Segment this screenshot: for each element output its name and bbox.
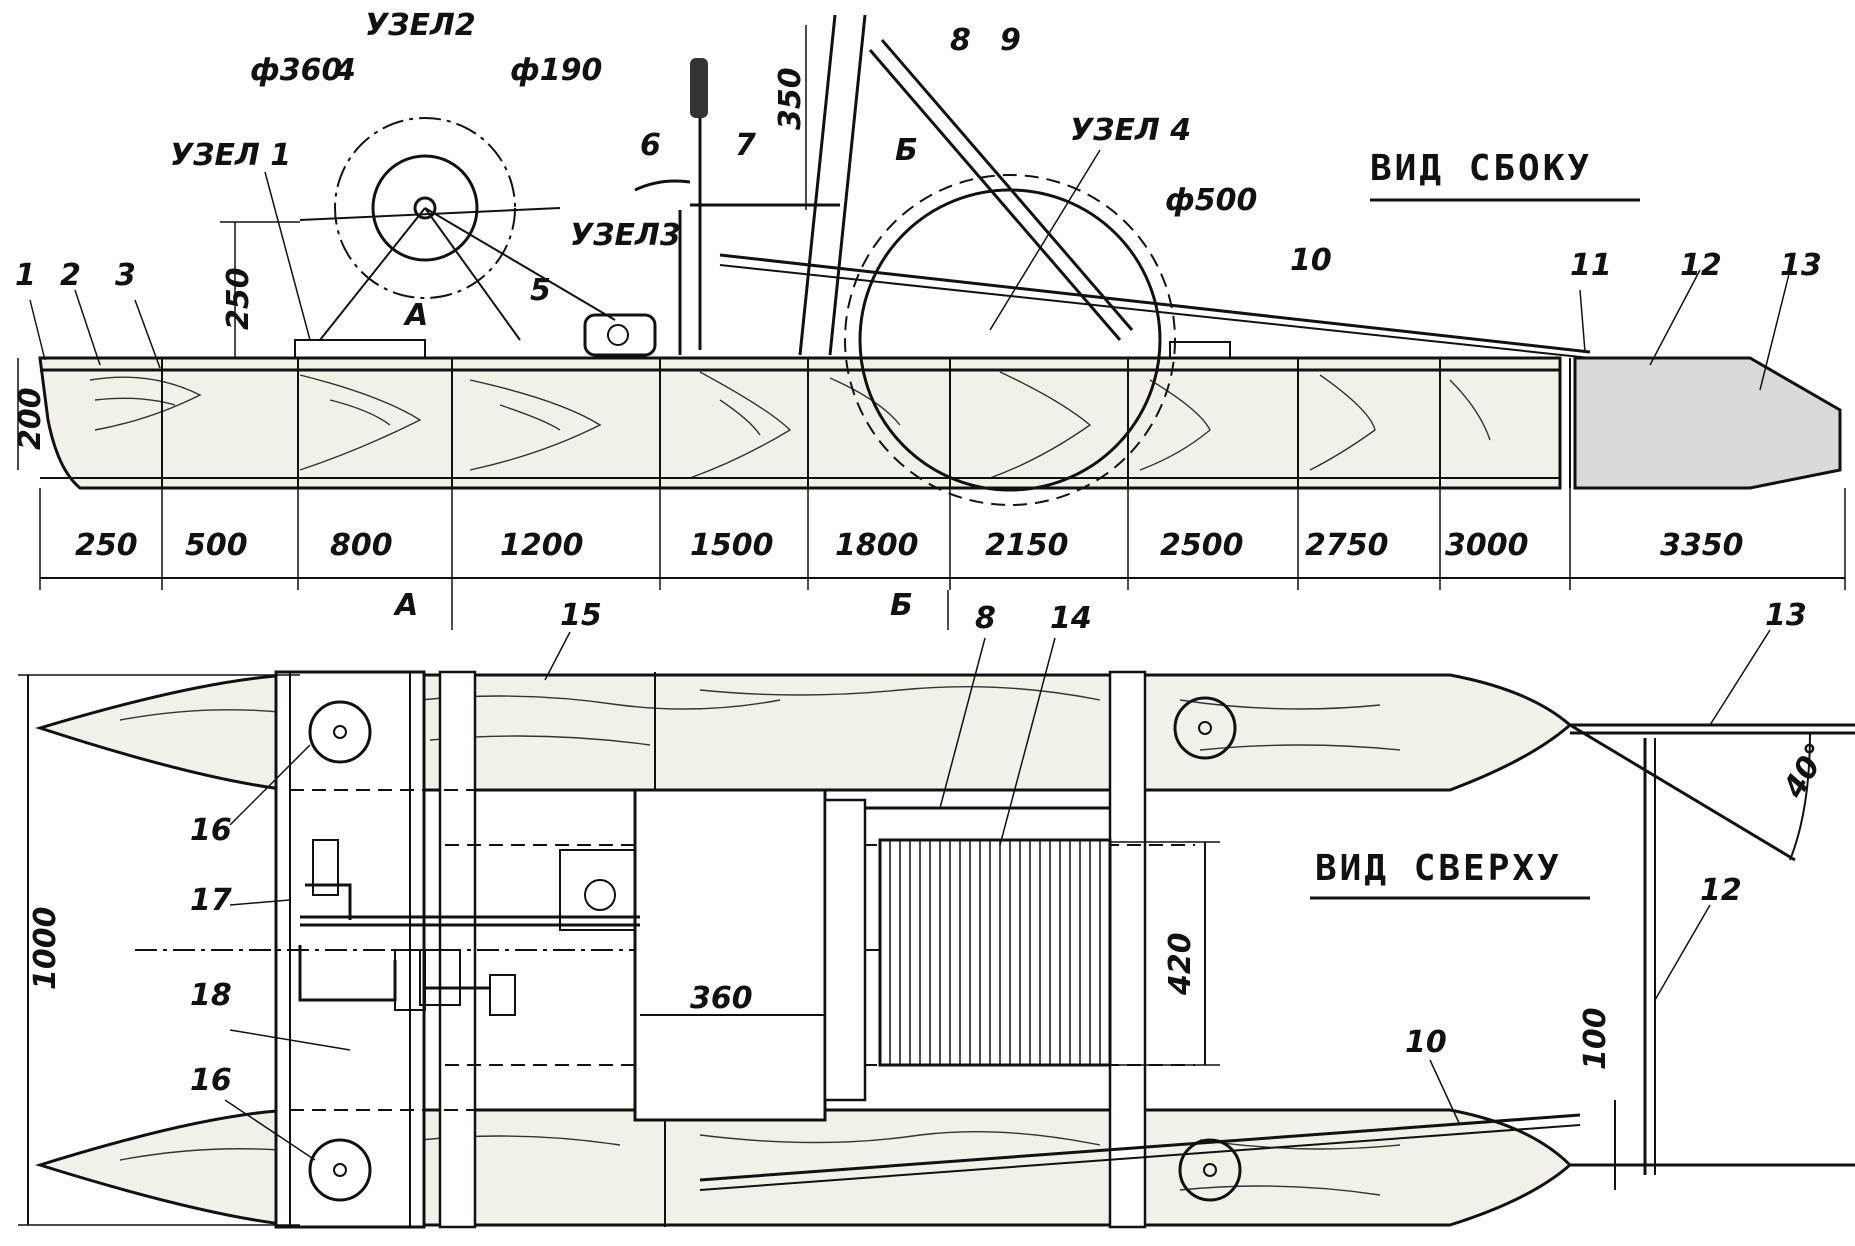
- width-1000-label: 1000: [28, 907, 63, 991]
- top-label-15: 15: [560, 598, 602, 633]
- angle-40-label: 40°: [1776, 737, 1835, 805]
- side-label-8: 8: [950, 23, 971, 58]
- top-label-18: 18: [190, 978, 232, 1013]
- width-100-label: 100: [1578, 1007, 1613, 1070]
- top-hull-lower: [34, 1108, 1573, 1227]
- top-label-14: 14: [1050, 601, 1092, 636]
- station-label: 2750: [1305, 528, 1389, 563]
- station-label: 3350: [1660, 528, 1744, 563]
- diameter-500-label: ф500: [1165, 183, 1257, 218]
- station-label: 2150: [985, 528, 1069, 563]
- paddle-wheel-blades: [889, 840, 1101, 1065]
- pedal-sprocket: [371, 154, 479, 262]
- node-2-label: УЗЕЛ2: [365, 8, 476, 43]
- station-label: 250: [75, 528, 138, 563]
- node-4-label: УЗЕЛ 4: [1070, 113, 1191, 148]
- station-label: 1200: [500, 528, 584, 563]
- seat: [633, 788, 827, 1122]
- side-label-13: 13: [1780, 248, 1822, 283]
- top-label-12: 12: [1700, 873, 1742, 908]
- diameter-190-label: ф190: [510, 53, 602, 88]
- side-label-1: 1: [15, 258, 36, 293]
- hub-front-upper: [308, 700, 372, 764]
- side-label-2: 2: [60, 258, 81, 293]
- side-hull: [38, 356, 1562, 490]
- hub-front-lower: [308, 1138, 372, 1202]
- top-label-10: 10: [1405, 1025, 1447, 1060]
- rear-crossbeam: [1108, 670, 1147, 1229]
- hub-rear-upper: [1173, 696, 1237, 760]
- side-view-title: ВИД СБОКУ: [1370, 148, 1592, 189]
- station-label: 800: [330, 528, 393, 563]
- top-label-16-lower: 16: [190, 1063, 232, 1098]
- station-labels: 250 500 800 1200 1500 1800 2150 2500 275…: [75, 528, 1744, 563]
- section-b-bottom: Б: [890, 588, 913, 623]
- station-label: 2500: [1160, 528, 1244, 563]
- side-label-11: 11: [1570, 248, 1612, 283]
- node-1-label: УЗЕЛ 1: [170, 138, 291, 173]
- top-label-16-upper: 16: [190, 813, 232, 848]
- diameter-360-label: ф360: [250, 53, 342, 88]
- height-250-label: 250: [221, 267, 256, 330]
- pedal-sprocket-outer: [334, 117, 516, 299]
- section-a-side: А: [403, 298, 428, 333]
- station-label: 1800: [835, 528, 919, 563]
- side-label-12: 12: [1680, 248, 1722, 283]
- width-360-label: 360: [690, 981, 753, 1016]
- station-label: 1500: [690, 528, 774, 563]
- side-stern-block: [1573, 356, 1842, 490]
- top-label-13: 13: [1765, 598, 1807, 633]
- side-frames: [161, 358, 1571, 488]
- top-label-17: 17: [190, 883, 232, 918]
- width-420-label: 420: [1163, 932, 1198, 996]
- top-label-8: 8: [975, 601, 996, 636]
- height-200-label: 200: [13, 387, 48, 450]
- section-b-side: Б: [895, 133, 918, 168]
- paddle-wheel-top: [878, 838, 1112, 1067]
- station-label: 3000: [1445, 528, 1529, 563]
- side-label-3: 3: [115, 258, 136, 293]
- top-view-title: ВИД СВЕРХУ: [1315, 848, 1562, 889]
- side-label-5: 5: [530, 273, 551, 308]
- top-view: [18, 629, 1855, 1229]
- side-label-4: 4: [334, 53, 356, 88]
- side-label-10: 10: [1290, 243, 1332, 278]
- section-a-bottom: А: [393, 588, 418, 623]
- hub-rear-lower: [1178, 1138, 1242, 1202]
- side-view: [17, 14, 1846, 630]
- station-label: 500: [185, 528, 248, 563]
- height-350-label: 350: [773, 67, 808, 130]
- top-hull-upper: [34, 673, 1573, 792]
- side-label-7: 7: [735, 128, 756, 163]
- side-label-9: 9: [1000, 23, 1021, 58]
- side-label-6: 6: [640, 128, 661, 163]
- node-3-label: УЗЕЛ3: [570, 218, 681, 253]
